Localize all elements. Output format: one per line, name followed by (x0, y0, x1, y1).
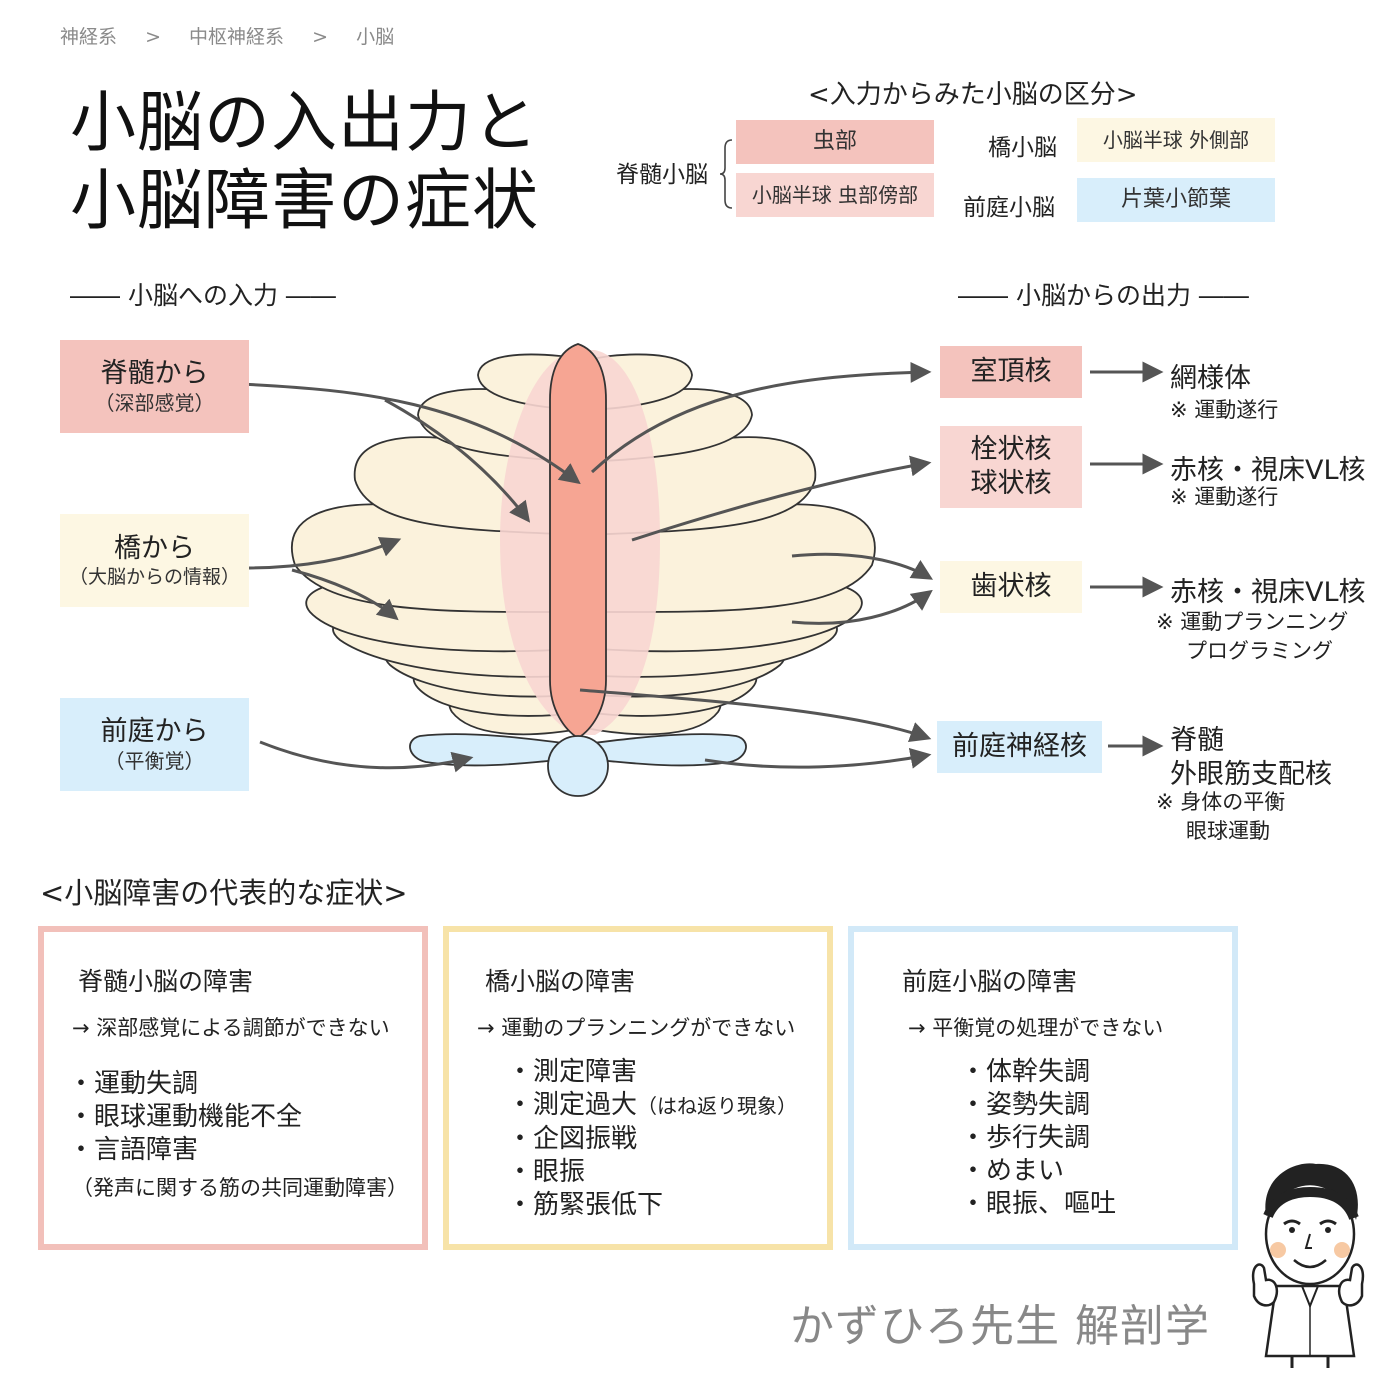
list-item: ・眼振 (507, 1157, 586, 1187)
symptoms-heading: <小脳障害の代表的な症状> (40, 876, 408, 910)
input-arrows (239, 361, 1164, 773)
panel-vestibulo: 前庭小脳の障害 → 平衡覚の処理ができない ・体幹失調 ・姿勢失調 ・歩行失調 … (848, 926, 1238, 1250)
input-spinal-main: 脊髄から (100, 358, 209, 390)
teacher-avatar-icon (1251, 1163, 1365, 1368)
page-title-line1: 小脳の入出力と (70, 84, 539, 161)
output-fastigial-text: 室頂核 (970, 356, 1052, 388)
note-dentate-1: ※ 運動プランニング (1156, 610, 1349, 634)
output-vestibular-box: 前庭神経核 (937, 721, 1102, 773)
arrow-spinal-to-vermis (239, 382, 581, 485)
breadcrumb: 神経系 > 中枢神経系 > 小脳 (60, 22, 394, 49)
arrow-to-interposed (631, 455, 932, 542)
target-spinal-cord: 脊髄 (1170, 725, 1224, 756)
list-item: ・姿勢失調 (960, 1090, 1091, 1120)
brace-icon (719, 139, 733, 209)
arrow-vestibular-in (259, 740, 474, 773)
arrow-spinal-to-paravermis (384, 398, 531, 523)
panel-ponto-desc: → 運動のプランニングができない (477, 1016, 796, 1040)
division-vestibulo-label: 前庭小脳 (963, 195, 1055, 221)
panel-ponto-list: ・測定障害 ・測定過大（はね返り現象） ・企図振戦 ・眼振 ・筋緊張低下 (507, 1056, 797, 1222)
arrow-pons-lower (291, 568, 399, 621)
division-heading: <入力からみた小脳の区分> (808, 80, 1138, 110)
input-pons-main: 橋から (114, 532, 195, 564)
panel-vestibulo-desc: → 平衡覚の処理ができない (908, 1016, 1164, 1040)
note-vestibular-2: 眼球運動 (1186, 819, 1270, 843)
input-vestibular-sub: （平衡覚） (104, 748, 205, 773)
list-item: ・企図振戦 (507, 1124, 638, 1154)
division-spinal-label: 脊髄小脳 (616, 162, 708, 188)
note-fastigial: ※ 運動遂行 (1170, 398, 1279, 422)
division-flocculo: 片葉小節葉 (1077, 178, 1275, 222)
list-item-text: ・測定過大 (507, 1090, 638, 1120)
note-dentate-2: プログラミング (1186, 639, 1333, 663)
list-item: ・めまい (960, 1156, 1065, 1186)
input-spinal-sub: （深部感覚） (94, 390, 215, 415)
target-oculomotor: 外眼筋支配核 (1170, 759, 1332, 790)
arrow-to-dentate-lower (791, 589, 933, 625)
list-item: ・筋緊張低下 (507, 1190, 664, 1220)
note-vestibular-1: ※ 身体の平衡 (1156, 790, 1286, 814)
breadcrumb-item-cerebellum[interactable]: 小脳 (356, 26, 395, 48)
list-item: ・眼球運動機能不全 (68, 1102, 303, 1132)
output-heading: ―― 小脳からの出力 ―― (958, 281, 1249, 310)
output-emboliform-text: 栓状核 (970, 434, 1052, 466)
division-flocculo-text: 片葉小節葉 (1120, 187, 1231, 213)
target-red-nucleus-2: 赤核・視床VL核 (1170, 577, 1366, 608)
input-vestibular-box: 前庭から （平衡覚） (60, 698, 249, 791)
breadcrumb-item-cns[interactable]: 中枢神経系 (189, 26, 285, 48)
output-vestibular-text: 前庭神経核 (952, 731, 1087, 763)
arrow-to-vestibular-lower (704, 747, 932, 769)
output-fastigial-box: 室頂核 (940, 346, 1082, 398)
division-vermis: 虫部 (736, 120, 934, 164)
breadcrumb-item-nervous[interactable]: 神経系 (60, 26, 118, 48)
list-item: ・歩行失調 (960, 1123, 1091, 1153)
output-globose-text: 球状核 (970, 468, 1052, 499)
arrow-to-dentate-upper (791, 552, 934, 580)
arrow-to-fastigial (590, 361, 932, 474)
output-dentate-box: 歯状核 (940, 561, 1082, 613)
input-spinal-box: 脊髄から （深部感覚） (60, 340, 249, 433)
input-pons-box: 橋から （大脳からの情報） (60, 514, 249, 607)
output-dentate-text: 歯状核 (970, 571, 1052, 603)
division-ponto-label: 橋小脳 (988, 135, 1057, 161)
panel-spinal-desc: → 深部感覚による調節ができない (72, 1016, 390, 1040)
list-item: ・運動失調 (68, 1069, 199, 1099)
list-item-note: （はね返り現象） (637, 1094, 798, 1118)
arrow-to-vestibular-upper (579, 688, 932, 742)
input-vestibular-main: 前庭から (100, 716, 209, 748)
vermis-shape (549, 343, 607, 740)
list-item: ・言語障害 (68, 1135, 199, 1165)
panel-spinal-title: 脊髄小脳の障害 (78, 967, 254, 996)
division-vermis-text: 虫部 (812, 129, 857, 155)
page-title-line2: 小脳障害の症状 (70, 162, 539, 239)
panel-spinal: 脊髄小脳の障害 → 深部感覚による調節ができない ・運動失調 ・眼球運動機能不全… (38, 926, 428, 1250)
panel-ponto-title: 橋小脳の障害 (485, 967, 636, 996)
list-item: ・眼振、嘔吐 (960, 1189, 1117, 1219)
panel-vestibulo-title: 前庭小脳の障害 (902, 967, 1078, 996)
brand-name: かずひろ先生 解剖学 (790, 1301, 1210, 1352)
panel-spinal-note: （発声に関する筋の共同運動障害） (72, 1176, 408, 1200)
panel-vestibulo-list: ・体幹失調 ・姿勢失調 ・歩行失調 ・めまい ・眼振、嘔吐 (960, 1056, 1116, 1221)
division-lateral-text: 小脳半球 外側部 (1102, 127, 1250, 152)
note-interposed: ※ 運動遂行 (1170, 485, 1279, 509)
arrow-pons-upper (244, 537, 402, 570)
input-heading: ―― 小脳への入力 ―― (70, 281, 336, 310)
panel-spinal-list: ・運動失調 ・眼球運動機能不全 ・言語障害 (68, 1068, 302, 1167)
nodulus-shape (547, 735, 609, 797)
division-paravermis-text: 小脳半球 虫部傍部 (751, 182, 919, 207)
list-item: ・測定過大（はね返り現象） (507, 1089, 797, 1123)
input-pons-sub: （大脳からの情報） (68, 565, 240, 588)
list-item: ・体幹失調 (960, 1057, 1091, 1087)
output-interposed-box: 栓状核 球状核 (940, 426, 1082, 508)
target-reticular: 網様体 (1170, 363, 1251, 394)
division-lateral: 小脳半球 外側部 (1077, 118, 1275, 162)
panel-ponto: 橋小脳の障害 → 運動のプランニングができない ・測定障害 ・測定過大（はね返り… (443, 926, 833, 1250)
breadcrumb-sep: > (312, 26, 329, 48)
list-item: ・測定障害 (507, 1057, 638, 1087)
cerebellum-diagram (239, 343, 1164, 797)
target-red-nucleus-1: 赤核・視床VL核 (1170, 455, 1366, 486)
division-paravermis: 小脳半球 虫部傍部 (736, 173, 934, 217)
breadcrumb-sep: > (145, 26, 161, 48)
